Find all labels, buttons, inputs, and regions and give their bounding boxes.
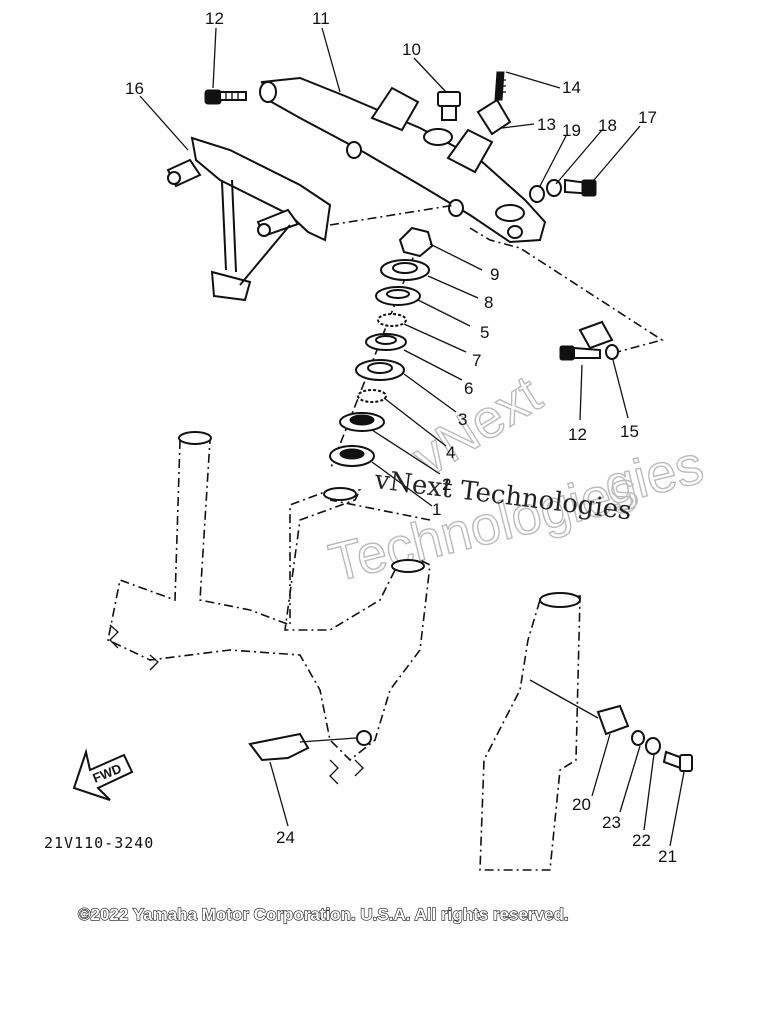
callout-18: 18 <box>598 116 617 135</box>
callout-12-top: 12 <box>205 9 224 28</box>
callout-3: 3 <box>458 410 467 429</box>
right-side-hardware <box>559 320 619 361</box>
fwd-arrow-icon: FWD <box>72 748 134 801</box>
callout-6: 6 <box>464 379 473 398</box>
callout-15: 15 <box>620 422 639 441</box>
steering-stack <box>329 226 434 467</box>
callout-17: 17 <box>638 108 657 127</box>
callout-14: 14 <box>562 78 581 97</box>
hardware-top <box>437 71 512 136</box>
bolt-12-top <box>204 89 247 105</box>
callout-10: 10 <box>402 40 421 59</box>
bracket-16 <box>166 136 332 302</box>
fork-tube <box>479 592 581 871</box>
callout-23: 23 <box>602 813 621 832</box>
callout-21: 21 <box>658 847 677 866</box>
callout-12-right: 12 <box>568 425 587 444</box>
callout-4: 4 <box>446 443 455 462</box>
callout-13: 13 <box>537 115 556 134</box>
assembly-line-b <box>469 227 664 356</box>
callout-1: 1 <box>432 500 441 519</box>
upper-bracket <box>259 76 547 244</box>
callout-22: 22 <box>632 831 651 850</box>
figure-code: 21V110-3240 <box>44 834 154 852</box>
callout-2: 2 <box>442 475 451 494</box>
lower-clamp-frame <box>107 431 431 785</box>
clamp-hardware-lower <box>529 679 693 772</box>
callout-5: 5 <box>480 323 489 342</box>
assembly-line-d <box>329 499 431 521</box>
callout-11: 11 <box>312 9 330 28</box>
callout-19: 19 <box>562 121 581 140</box>
watermark-ghost-vnext: vNext <box>403 364 552 488</box>
callout-9: 9 <box>490 265 499 284</box>
leader-lines <box>139 27 685 847</box>
assembly-line-a <box>329 204 456 226</box>
callout-16: 16 <box>125 79 144 98</box>
callout-8: 8 <box>484 293 493 312</box>
bolt-17-washers <box>529 178 597 203</box>
callout-24: 24 <box>276 828 295 847</box>
part-callouts: 1 2 3 4 5 6 7 8 9 10 11 12 12 13 14 15 1… <box>125 9 677 866</box>
callout-7: 7 <box>472 351 481 370</box>
callout-20: 20 <box>572 795 591 814</box>
clip-24 <box>248 730 372 762</box>
copyright-notice: ©2022 Yamaha Motor Corporation. U.S.A. A… <box>78 905 569 924</box>
